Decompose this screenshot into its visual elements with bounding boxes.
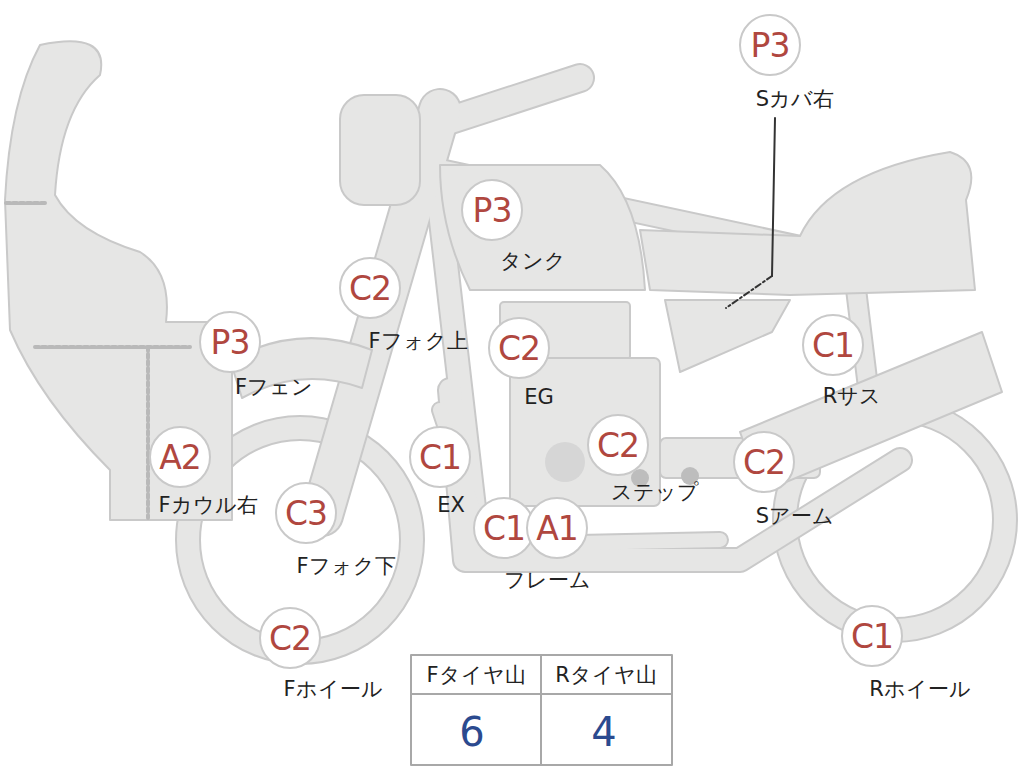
part-name: Fフォク上 xyxy=(368,330,467,353)
grade-node: C1Rホイール xyxy=(841,605,903,667)
part-name: Fカウル右 xyxy=(158,494,257,517)
grade-code: C1 xyxy=(851,620,893,653)
grade-code: C2 xyxy=(498,332,540,365)
grade-code: C1 xyxy=(483,512,525,545)
grade-circle: C2 xyxy=(733,431,795,493)
part-name: タンク xyxy=(500,250,566,273)
grade-code: C2 xyxy=(269,622,311,655)
grade-circle: C3 xyxy=(275,482,337,544)
grade-node: C1EX xyxy=(409,426,471,488)
grade-code: C2 xyxy=(597,429,639,462)
grade-node: C2EG xyxy=(488,317,550,379)
part-name: Fフォク下 xyxy=(296,555,395,578)
part-name: EX xyxy=(437,494,465,517)
grade-code: P3 xyxy=(473,194,512,227)
table-header: Rタイヤ山 xyxy=(555,664,657,687)
grade-code: A1 xyxy=(536,512,578,545)
part-name: Sカバ右 xyxy=(756,88,834,111)
grade-code: C2 xyxy=(349,272,391,305)
tread-value: 6 xyxy=(459,710,484,754)
part-name: Fフェン xyxy=(235,376,313,399)
grade-node: C2Sアーム xyxy=(733,431,795,493)
part-name: Sアーム xyxy=(756,505,834,528)
grade-node: C2Fホイール xyxy=(259,607,321,669)
grade-node: P3Sカバ右 xyxy=(739,14,801,76)
grade-circle: P3 xyxy=(461,179,523,241)
part-name: フレーム xyxy=(504,569,591,592)
grade-circle: A2 xyxy=(149,426,211,488)
grade-node: A2Fカウル右 xyxy=(149,426,211,488)
grade-node: P3Fフェン xyxy=(199,311,261,373)
grade-node: P3タンク xyxy=(461,179,523,241)
grade-circle: C2 xyxy=(488,317,550,379)
part-name: Rサス xyxy=(823,385,882,408)
grade-circle: C2 xyxy=(339,257,401,319)
grade-node: C2Fフォク上 xyxy=(339,257,401,319)
grade-node: C3Fフォク下 xyxy=(275,482,337,544)
part-name: EG xyxy=(524,386,554,409)
grade-circle: C2 xyxy=(587,414,649,476)
part-name: ステップ xyxy=(611,481,699,504)
grade-circle: C1 xyxy=(802,314,864,376)
grade-code: A2 xyxy=(159,441,201,474)
grade-circle: C2 xyxy=(259,607,321,669)
grade-node: C1Rサス xyxy=(802,314,864,376)
grade-code: C3 xyxy=(285,497,327,530)
part-name: Fホイール xyxy=(283,678,382,701)
grade-code: P3 xyxy=(751,29,790,62)
grade-node: A1 xyxy=(526,497,588,559)
grade-code: C1 xyxy=(812,329,854,362)
grade-node: C2ステップ xyxy=(587,414,649,476)
grade-code: P3 xyxy=(211,326,250,359)
tread-value: 4 xyxy=(591,710,616,754)
grade-circle: P3 xyxy=(739,14,801,76)
grade-circle: C1 xyxy=(409,426,471,488)
grade-circle: A1 xyxy=(526,497,588,559)
grade-code: C2 xyxy=(743,446,785,479)
table-header: Fタイヤ山 xyxy=(426,664,525,687)
part-name: Rホイール xyxy=(869,678,971,701)
grade-circle: C1 xyxy=(841,605,903,667)
grade-code: C1 xyxy=(419,441,461,474)
grade-circle: P3 xyxy=(199,311,261,373)
